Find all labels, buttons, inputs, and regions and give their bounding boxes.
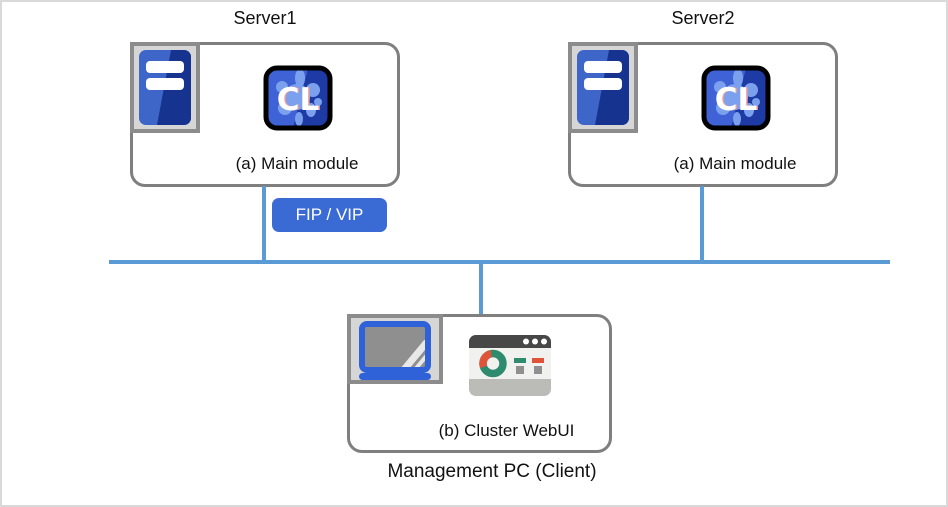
server2-module-label: (a) Main module bbox=[673, 154, 797, 173]
cl-app-icon: CL CL bbox=[263, 65, 333, 131]
server2-box: CL CL (a) Main module bbox=[568, 42, 838, 187]
cl-app-icon-label-shadow: CL bbox=[716, 82, 759, 118]
network-bus-line bbox=[109, 260, 890, 264]
server1-title: Server1 bbox=[233, 8, 297, 28]
browser-dashboard-icon bbox=[469, 335, 551, 396]
cl-app-icon-label: CL bbox=[277, 82, 320, 118]
management-pc-box: (b) Cluster WebUI bbox=[347, 314, 612, 453]
server1-network-connector bbox=[262, 186, 266, 262]
cl-app-icon-label: CL bbox=[715, 82, 758, 118]
fip-vip-badge: FIP / VIP bbox=[272, 198, 387, 232]
server1-module-label: (a) Main module bbox=[235, 154, 359, 173]
management-pc-caption: Management PC (Client) bbox=[387, 461, 597, 482]
server1-box: CL CL (a) Main module bbox=[130, 42, 400, 187]
cl-app-icon: CL CL bbox=[701, 65, 771, 131]
server2-title: Server2 bbox=[671, 8, 735, 28]
server-tower-icon bbox=[568, 42, 638, 133]
management-pc-network-connector bbox=[479, 263, 483, 316]
management-pc-module-label: (b) Cluster WebUI bbox=[438, 421, 575, 440]
laptop-icon bbox=[347, 314, 443, 384]
cl-app-icon-label-shadow: CL bbox=[278, 82, 321, 118]
server2-network-connector bbox=[700, 186, 704, 262]
server-tower-icon bbox=[130, 42, 200, 133]
